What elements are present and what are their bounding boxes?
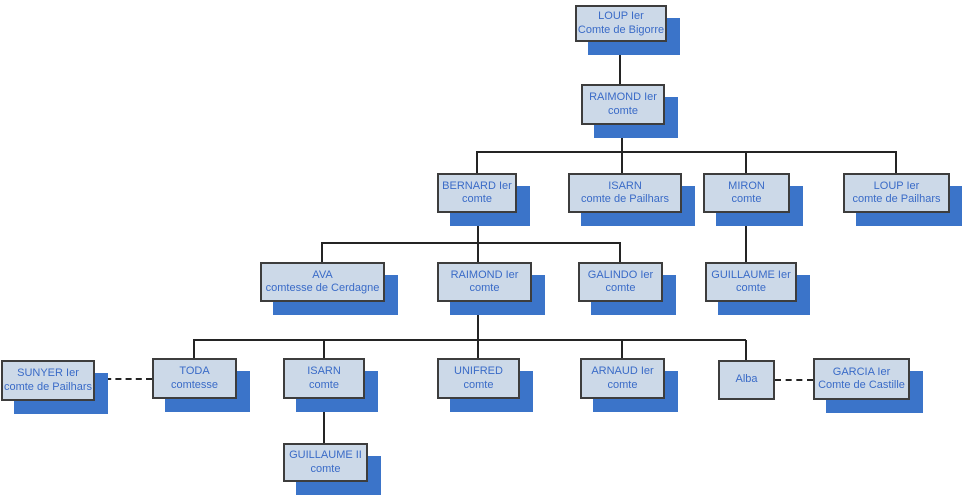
connector-line bbox=[193, 339, 746, 341]
node-name: TODA bbox=[179, 365, 210, 377]
node-name: GUILLAUME Ier bbox=[711, 268, 791, 281]
node-title: comte bbox=[731, 193, 762, 205]
node-name: LOUP Ier bbox=[598, 10, 644, 22]
node-title: comte bbox=[469, 282, 500, 294]
tree-node-bernard: BERNARD Ier comte bbox=[437, 173, 517, 213]
node-name: Alba bbox=[735, 373, 758, 386]
connector-line bbox=[193, 340, 195, 358]
union-dashed-line bbox=[775, 379, 813, 381]
node-name: LOUP Ier bbox=[873, 179, 920, 192]
tree-node-raimond-1: RAIMOND Ier comte bbox=[581, 84, 665, 125]
connector-line bbox=[321, 242, 621, 244]
node-title: comtesse de Cerdagne bbox=[265, 282, 380, 294]
node-name: AVA bbox=[312, 268, 333, 281]
tree-node-garcia: GARCIA Ier Comte de Castille bbox=[813, 358, 910, 400]
node-title: Comte de Castille bbox=[818, 379, 905, 391]
node-title: comte de Pailhars bbox=[852, 193, 941, 205]
node-title: comtesse bbox=[170, 378, 219, 391]
connector-line bbox=[895, 152, 897, 173]
connector-line bbox=[619, 41, 621, 84]
node-title: comte bbox=[310, 462, 341, 475]
tree-node-miron: MIRON comte bbox=[703, 173, 790, 213]
tree-node-guillaume-2: GUILLAUME II comte bbox=[283, 443, 368, 482]
tree-node-isarn-pailhars: ISARN comte de Pailhars bbox=[568, 173, 682, 213]
connector-line bbox=[619, 243, 621, 262]
tree-node-guillaume-1: GUILLAUME Ier comte bbox=[705, 262, 797, 302]
connector-line bbox=[323, 398, 325, 443]
tree-node-raimond-2: RAIMOND Ier comte bbox=[437, 262, 532, 302]
connector-line bbox=[621, 125, 623, 173]
node-name: UNIFRED bbox=[454, 365, 503, 377]
node-name: ISARN bbox=[307, 365, 341, 377]
node-title: Comte de Bigorre bbox=[577, 23, 665, 36]
connector-line bbox=[621, 340, 623, 358]
union-dashed-line bbox=[95, 378, 152, 380]
node-name: SUNYER Ier bbox=[17, 367, 79, 379]
node-title: comte bbox=[463, 378, 494, 391]
tree-node-toda: TODA comtesse bbox=[152, 358, 237, 399]
tree-node-ava: AVA comtesse de Cerdagne bbox=[260, 262, 385, 302]
node-name: GARCIA Ier bbox=[832, 365, 891, 378]
node-name: GUILLAUME II bbox=[289, 449, 362, 461]
connector-line bbox=[745, 340, 747, 360]
node-name: ARNAUD Ier bbox=[591, 365, 654, 377]
node-name: GALINDO Ier bbox=[587, 268, 654, 281]
tree-node-loup-bigorre: LOUP Ier Comte de Bigorre bbox=[575, 5, 667, 42]
connector-line bbox=[323, 340, 325, 358]
connector-line bbox=[477, 212, 479, 262]
node-name: BERNARD Ier bbox=[442, 179, 512, 192]
node-title: comte bbox=[309, 378, 339, 391]
tree-node-arnaud: ARNAUD Ier comte bbox=[580, 358, 665, 399]
node-title: comte bbox=[605, 282, 636, 294]
node-title: comte bbox=[608, 104, 638, 117]
connector-line bbox=[745, 152, 747, 173]
connector-line bbox=[321, 243, 323, 262]
node-name: RAIMOND Ier bbox=[589, 91, 657, 103]
tree-node-alba: Alba bbox=[718, 360, 775, 400]
node-title: comte bbox=[607, 378, 638, 391]
connector-line bbox=[745, 212, 747, 262]
connector-line bbox=[477, 301, 479, 358]
node-name: RAIMOND Ier bbox=[450, 268, 519, 281]
connector-line bbox=[476, 152, 478, 173]
node-title: comte bbox=[462, 193, 492, 205]
node-title: comte de Pailhars bbox=[580, 193, 670, 205]
tree-node-sunyer: SUNYER Ier comte de Pailhars bbox=[1, 360, 95, 401]
tree-node-loup-pailhars: LOUP Ier comte de Pailhars bbox=[843, 173, 950, 213]
tree-node-galindo: GALINDO Ier comte bbox=[578, 262, 663, 302]
connector-line bbox=[476, 151, 897, 153]
node-title: comte bbox=[736, 282, 766, 294]
node-name: ISARN bbox=[608, 179, 642, 192]
node-title: comte de Pailhars bbox=[3, 380, 93, 393]
tree-node-isarn-2: ISARN comte bbox=[283, 358, 365, 399]
tree-node-unifred: UNIFRED comte bbox=[437, 358, 520, 399]
node-name: MIRON bbox=[728, 179, 765, 192]
